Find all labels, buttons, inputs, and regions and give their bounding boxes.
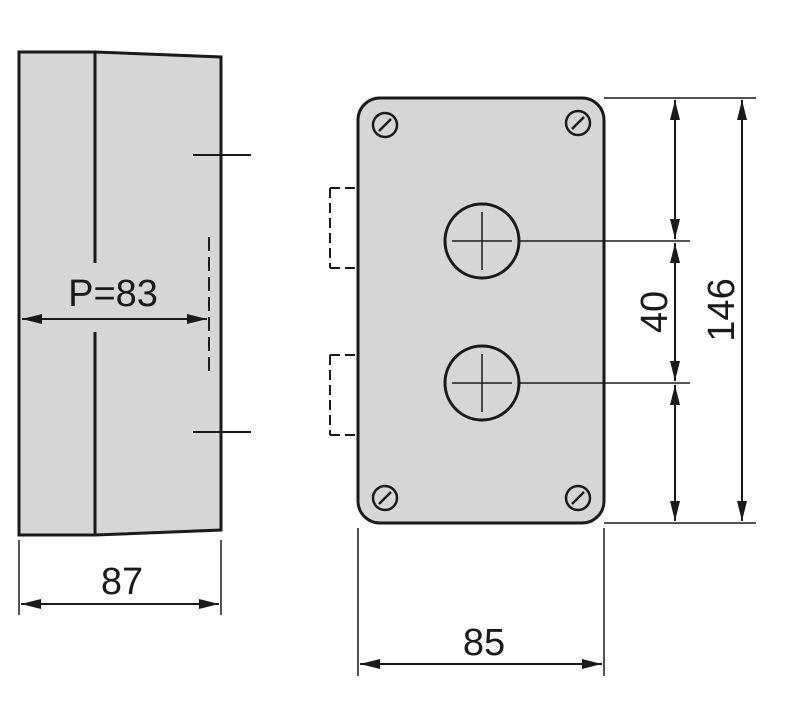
cable-entry-bottom: [329, 354, 358, 436]
front-view: [329, 96, 756, 676]
cable-entry-top: [329, 187, 358, 269]
depth-label: P=83: [68, 273, 158, 315]
button-hole-bottom: [443, 344, 521, 422]
side-width-dimension: [18, 540, 222, 615]
height-label: 146: [701, 278, 743, 341]
screw-icon: [371, 109, 592, 512]
side-width-label: 87: [101, 561, 143, 603]
button-hole-top: [443, 202, 521, 280]
front-width-label: 85: [463, 622, 505, 664]
button-spacing-label: 40: [634, 291, 676, 333]
side-view: [17, 50, 251, 537]
